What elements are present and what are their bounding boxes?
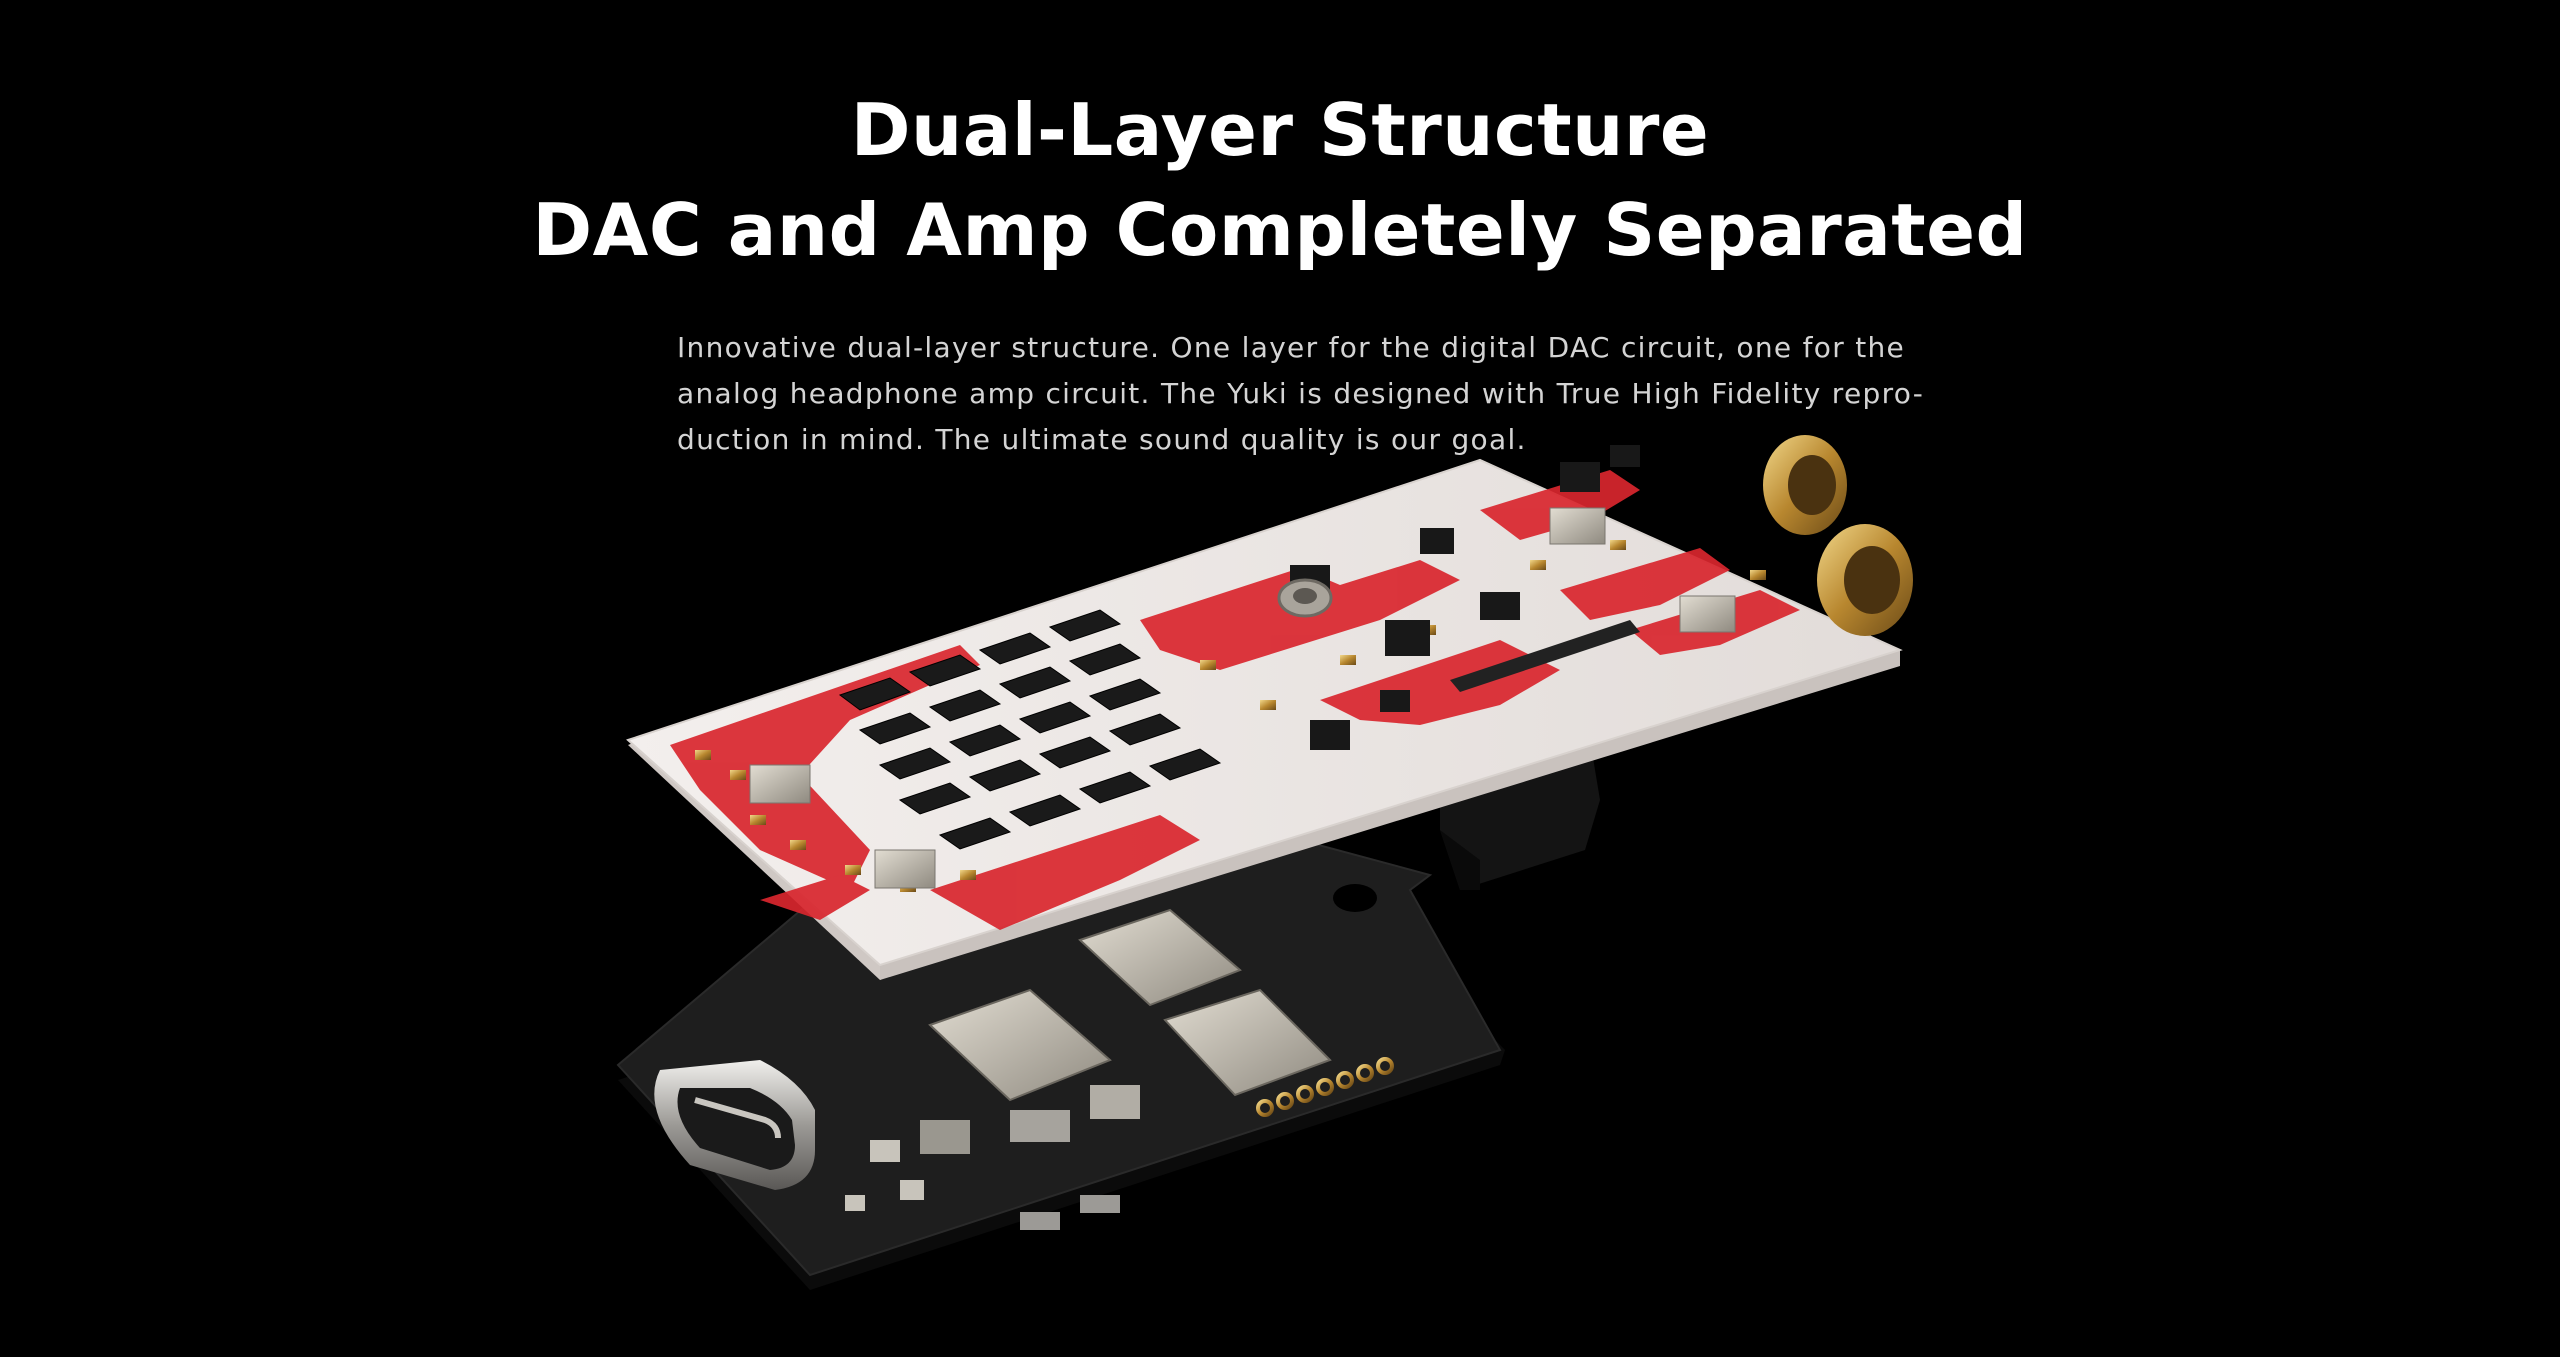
- description-line-1: Innovative dual-layer structure. One lay…: [677, 331, 1906, 364]
- description-line-3: duction in mind. The ultimate sound qual…: [677, 423, 1527, 456]
- title-line-2: DAC and Amp Completely Separated: [532, 188, 2028, 272]
- feature-description: Innovative dual-layer structure. One lay…: [677, 325, 1925, 463]
- usb-c-connector-icon: [654, 1060, 815, 1190]
- analog-amp-board: [626, 435, 1913, 980]
- description-line-2: analog headphone amp circuit. The Yuki i…: [677, 377, 1925, 410]
- page-title: Dual-Layer Structure DAC and Amp Complet…: [0, 80, 2560, 280]
- dual-layer-pcb-render: [616, 435, 1913, 1290]
- title-line-1: Dual-Layer Structure: [850, 88, 1710, 172]
- headphone-jack-icon: [1763, 435, 1913, 636]
